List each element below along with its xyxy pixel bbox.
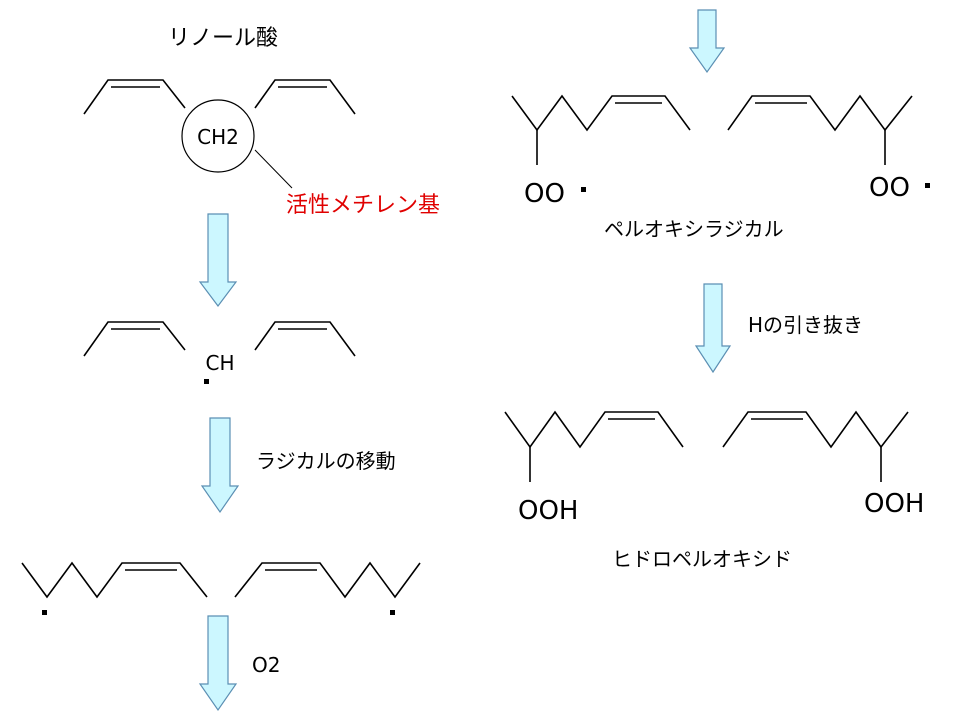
right-chain (727, 94, 913, 132)
left-double-bond-chain (83, 321, 186, 357)
radical-structure: CH (83, 321, 356, 384)
down-arrow-icon (688, 9, 726, 74)
ch2-circle (181, 99, 255, 173)
flow-arrow-4: Hの引き抜き (694, 283, 863, 374)
radical-dot-icon (42, 610, 47, 615)
active-methylene-label: 活性メチレン基 (286, 193, 440, 218)
linoleic-acid-structure: CH2 活性メチレン基 (83, 79, 440, 218)
peroxy-radical-structure: OO OO (511, 94, 930, 209)
linoleic-acid-title: リノール酸 (168, 26, 278, 51)
radical-dot-icon (390, 610, 395, 615)
ooh-left-label: OOH (518, 496, 578, 526)
hydroperoxide-title: ヒドロペルオキシド (612, 547, 792, 571)
left-chain (511, 94, 691, 132)
radical-shift-label: ラジカルの移動 (256, 449, 396, 473)
radical-dot-icon (581, 187, 586, 192)
h-abstraction-label: Hの引き抜き (748, 313, 863, 337)
radical-dot-icon (925, 183, 930, 188)
hydroperoxide-structure: OOH OOH (504, 410, 924, 526)
radical-dot-icon (204, 379, 209, 384)
left-double-bond-chain (83, 79, 186, 115)
flow-arrow-3: O2 (198, 615, 280, 712)
right-chain (234, 561, 421, 599)
flow-arrow-top (688, 9, 726, 74)
o2-label: O2 (252, 653, 280, 677)
down-arrow-icon (694, 283, 732, 374)
ch-label: CH (205, 351, 234, 375)
peroxy-right-label: OO (869, 173, 910, 203)
left-chain (21, 561, 208, 599)
peroxy-left-label: OO (524, 179, 565, 209)
down-arrow-icon (198, 213, 238, 307)
right-double-bond-chain (254, 79, 356, 115)
flow-arrow-2: ラジカルの移動 (200, 417, 396, 514)
right-chain (722, 410, 909, 449)
down-arrow-icon (200, 417, 240, 514)
down-arrow-icon (198, 615, 238, 712)
left-chain (504, 410, 684, 449)
flow-arrow-1 (198, 213, 238, 307)
right-double-bond-chain (254, 321, 356, 357)
ooh-right-label: OOH (864, 489, 924, 519)
leader-line (254, 149, 293, 189)
ch2-label: CH2 (197, 125, 239, 149)
conjugated-radical-structure (21, 561, 421, 615)
peroxy-radical-title: ペルオキシラジカル (604, 217, 784, 241)
